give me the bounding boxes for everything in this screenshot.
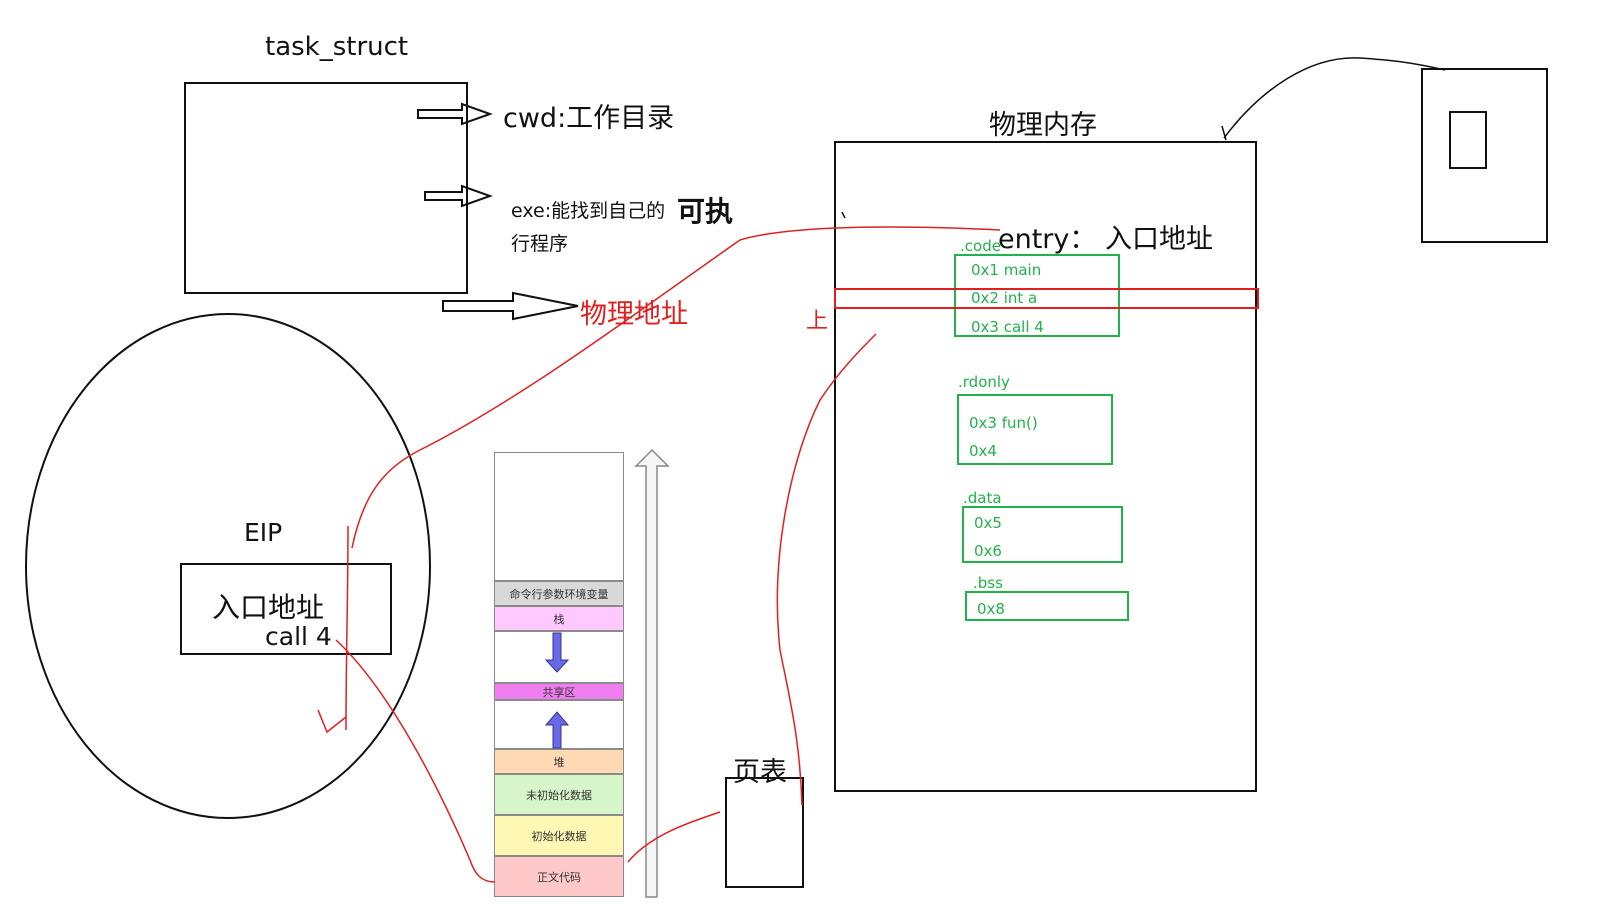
code-row: 0x3 call 4 [971, 318, 1044, 336]
exe-label-line1: exe:能找到自己的 [511, 200, 666, 222]
segment-data: 初始化数据 [494, 815, 624, 856]
stray-mark: 上 [806, 309, 829, 334]
physical-memory-title: 物理内存 [989, 110, 1097, 141]
segment-gap-stack [494, 631, 624, 683]
device-connector-tick [1221, 125, 1227, 141]
segment-stack: 栈 [494, 606, 624, 631]
data-section-label: .data [963, 489, 1002, 507]
page-table-box [725, 777, 804, 888]
rdonly-row: 0x3 fun() [969, 414, 1038, 432]
data-row: 0x6 [974, 542, 1002, 560]
segment-bss: 未初始化数据 [494, 774, 624, 815]
rdonly-section-label: .rdonly [958, 373, 1010, 391]
device-box [1421, 68, 1548, 243]
code-row: 0x1 main [971, 261, 1042, 279]
physical-address-label: 物理地址 [580, 299, 688, 330]
rdonly-row: 0x4 [969, 442, 997, 460]
red-line-text-to-pagetable [627, 811, 721, 863]
cwd-label: cwd:工作目录 [503, 103, 675, 134]
bss-row: 0x8 [977, 600, 1005, 618]
eip-label: EIP [244, 518, 283, 547]
bss-section-label: .bss [973, 574, 1003, 592]
red-check-mark [317, 709, 347, 734]
exe-label-overflow: 可执 [677, 195, 734, 228]
eip-call-label: call 4 [265, 622, 332, 651]
red-line-call-to-text [335, 639, 496, 883]
growth-arrow-icon [634, 448, 670, 898]
task-struct-title: task_struct [265, 32, 409, 62]
physical-address-arrow-icon [442, 291, 579, 321]
eip-entry-label: 入口地址 [212, 591, 325, 624]
device-connector-line [1223, 57, 1446, 139]
exe-label-line2: 行程序 [511, 233, 569, 255]
bss-section-box [965, 591, 1129, 621]
segment-shared: 共享区 [494, 683, 624, 700]
segment-gap-heap [494, 700, 624, 749]
segment-text: 正文代码 [494, 856, 624, 897]
segment-cmdline-env: 命令行参数环境变量 [494, 581, 624, 606]
segment-empty-top [494, 452, 624, 581]
physical-entry-label: entry： 入口地址 [998, 224, 1213, 255]
data-row: 0x5 [974, 514, 1002, 532]
task-struct-box [184, 82, 468, 294]
segment-heap: 堆 [494, 749, 624, 774]
highlight-row-box [834, 288, 1259, 309]
code-section-label: .code [960, 237, 1001, 255]
device-inner-box [1449, 111, 1487, 169]
